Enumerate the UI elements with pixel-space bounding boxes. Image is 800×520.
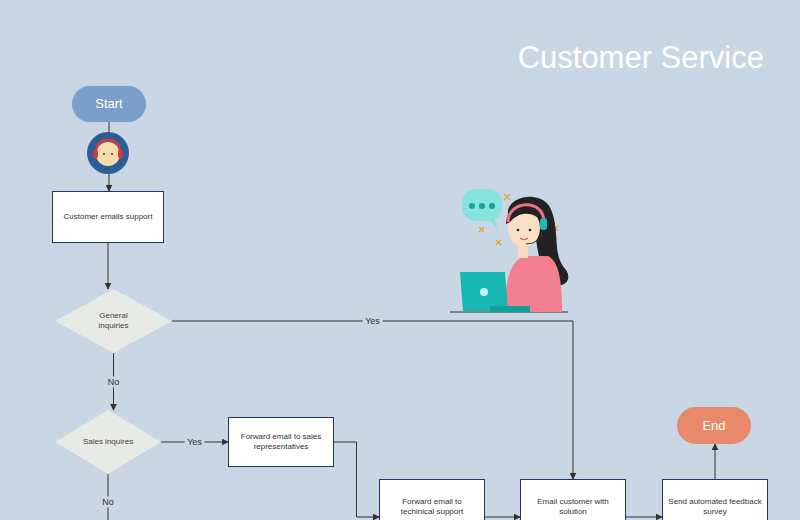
node-text: Customer emails support [64, 212, 153, 222]
process-box: Forward email to sales representatives [228, 417, 334, 467]
connector-arrow [108, 243, 109, 289]
process-box: Customer emails support [52, 191, 164, 243]
connector-arrow [334, 442, 379, 517]
terminal-pill: End [677, 407, 751, 444]
edge-label: Yes [184, 437, 205, 448]
node-text: General inquiries [84, 311, 142, 330]
connector-arrow [485, 517, 520, 518]
decision-diamond: Sales inquires [55, 410, 161, 474]
process-box: Send automated feedback survey [662, 479, 768, 520]
process-box: Forward email to techinical support [379, 479, 485, 520]
node-text: Forward email to sales representatives [234, 432, 328, 451]
node-text: End [702, 418, 725, 434]
node-text: Email customer with solution [526, 497, 620, 516]
edge-label: No [105, 376, 123, 387]
connector-arrow [715, 444, 716, 479]
terminal-pill: Start [72, 86, 146, 122]
node-text: Send automated feedback survey [668, 497, 762, 516]
connector-arrow [626, 517, 662, 518]
node-text: Forward email to techinical support [385, 497, 479, 516]
edge-label: No [99, 497, 117, 508]
decision-diamond: General inquiries [55, 289, 172, 353]
connector-arrow [172, 321, 573, 479]
node-text: Start [95, 96, 122, 112]
edge-label: Yes [362, 316, 383, 327]
title: Customer Service [518, 40, 764, 76]
node-text: Sales inquires [83, 437, 133, 447]
process-box: Email customer with solution [520, 479, 626, 520]
